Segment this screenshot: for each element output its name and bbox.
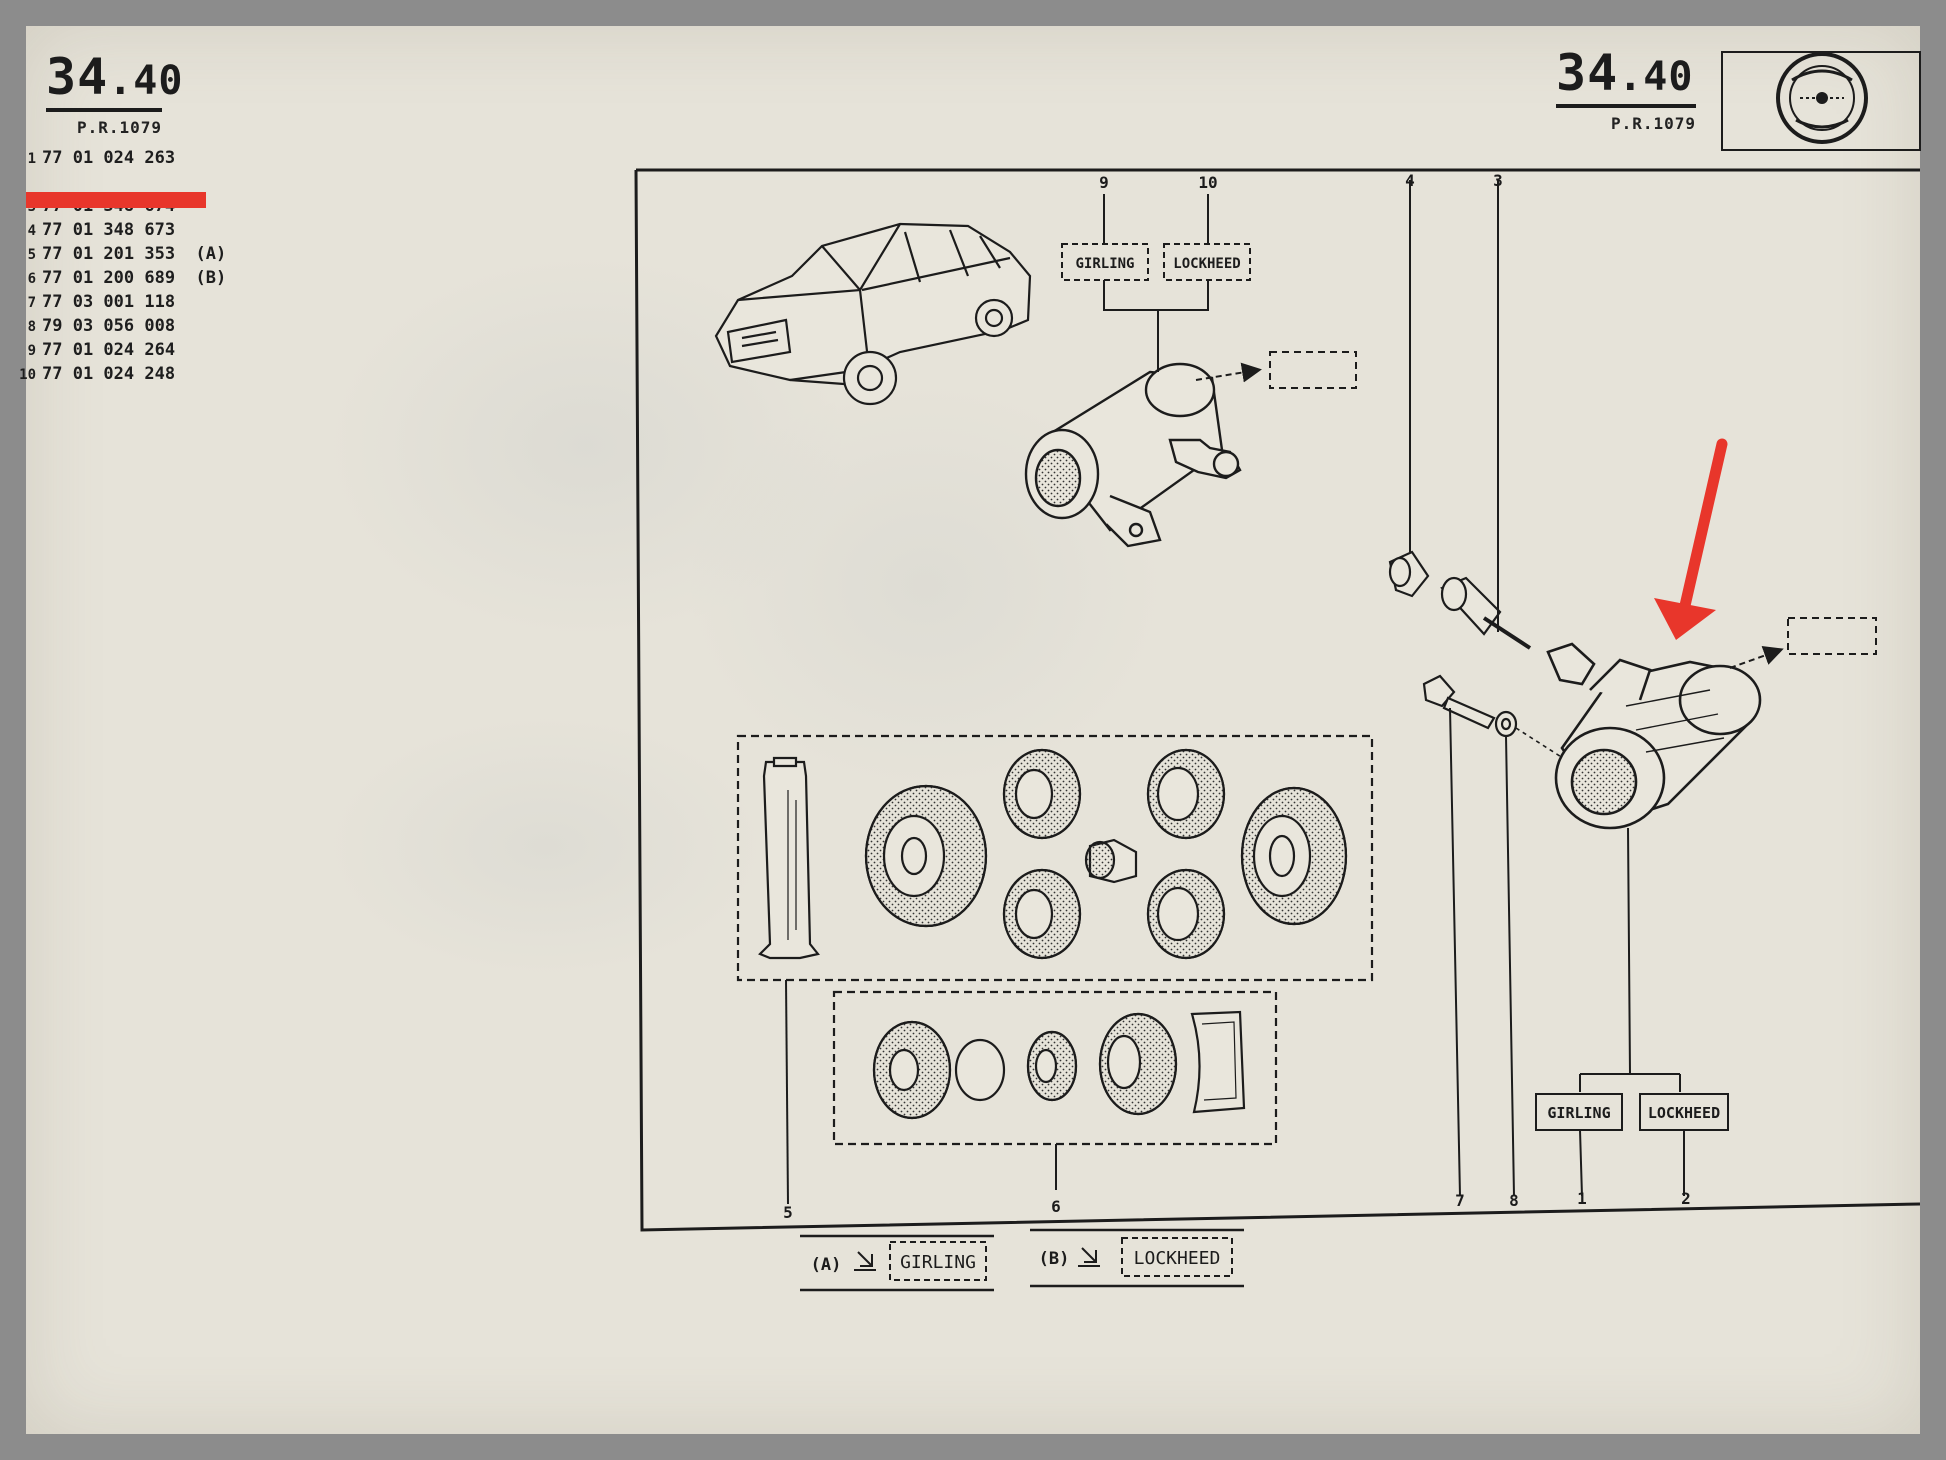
callout-number: 5	[783, 1203, 793, 1222]
legend-label-girling: GIRLING	[900, 1252, 976, 1273]
page-ref-sub: P.R.1079	[76, 118, 162, 137]
leader-line	[1409, 180, 1499, 632]
callout-number: 2	[1681, 1189, 1691, 1208]
parts-list: 177 01 024 263 2 377 01 348 674 477 01 3…	[14, 146, 226, 386]
callout-number: 6	[1051, 1197, 1061, 1216]
leader-line	[1195, 362, 1262, 383]
repair-kit-6	[832, 990, 1278, 1146]
page-ref-number: 34.40	[46, 48, 184, 106]
leader-line	[785, 979, 789, 1205]
leader-line	[1579, 827, 1681, 1092]
page-ref-sub: P.R.1079	[1610, 114, 1696, 133]
page-ref-right: 34.40 P.R.1079	[1556, 48, 1696, 133]
callout-number: 9	[1099, 173, 1109, 192]
legend-key-a: (A)	[811, 1255, 842, 1275]
leader-line	[1729, 646, 1784, 669]
callout-number: 8	[1509, 1191, 1519, 1210]
page-ref-number: 34.40	[1556, 44, 1694, 102]
callout-number: 3	[1493, 171, 1503, 190]
red-highlight-mark	[26, 192, 206, 208]
empty-ref-box	[1269, 351, 1357, 389]
callout-number: 4	[1405, 171, 1415, 190]
empty-ref-box	[1787, 617, 1877, 655]
callout-number: 10	[1198, 173, 1217, 192]
upper-variant-labels	[1061, 194, 1251, 372]
variant-label-girling: GIRLING	[1547, 1104, 1610, 1122]
callout-number: 1	[1577, 1189, 1587, 1208]
lower-variant-labels	[1535, 1093, 1729, 1197]
bolt-and-washer	[1422, 674, 1518, 738]
variant-label-lockheed: LOCKHEED	[1173, 256, 1240, 272]
ref-underline	[46, 108, 162, 112]
variant-label-girling: GIRLING	[1075, 256, 1134, 272]
leader-line	[1449, 707, 1515, 1197]
legend-key-b: (B)	[1039, 1249, 1070, 1269]
drum-brake-icon	[1721, 51, 1921, 151]
wheel-cylinder-rear	[1546, 642, 1762, 830]
wheel-cylinder-upper	[1024, 362, 1242, 548]
variant-legend	[800, 1228, 1244, 1292]
diagram-frame	[634, 168, 1921, 1232]
callout-number: 7	[1455, 1191, 1465, 1210]
legend-label-lockheed: LOCKHEED	[1134, 1248, 1221, 1269]
red-arrow-annotation	[1654, 438, 1728, 640]
page-ref-left: 34.40 P.R.1079	[46, 48, 184, 137]
car-illustration	[714, 222, 1032, 406]
ref-underline	[1556, 104, 1696, 108]
variant-label-lockheed: LOCKHEED	[1648, 1104, 1720, 1122]
bleed-screw-parts	[1388, 550, 1532, 650]
repair-kit-5	[736, 734, 1374, 982]
